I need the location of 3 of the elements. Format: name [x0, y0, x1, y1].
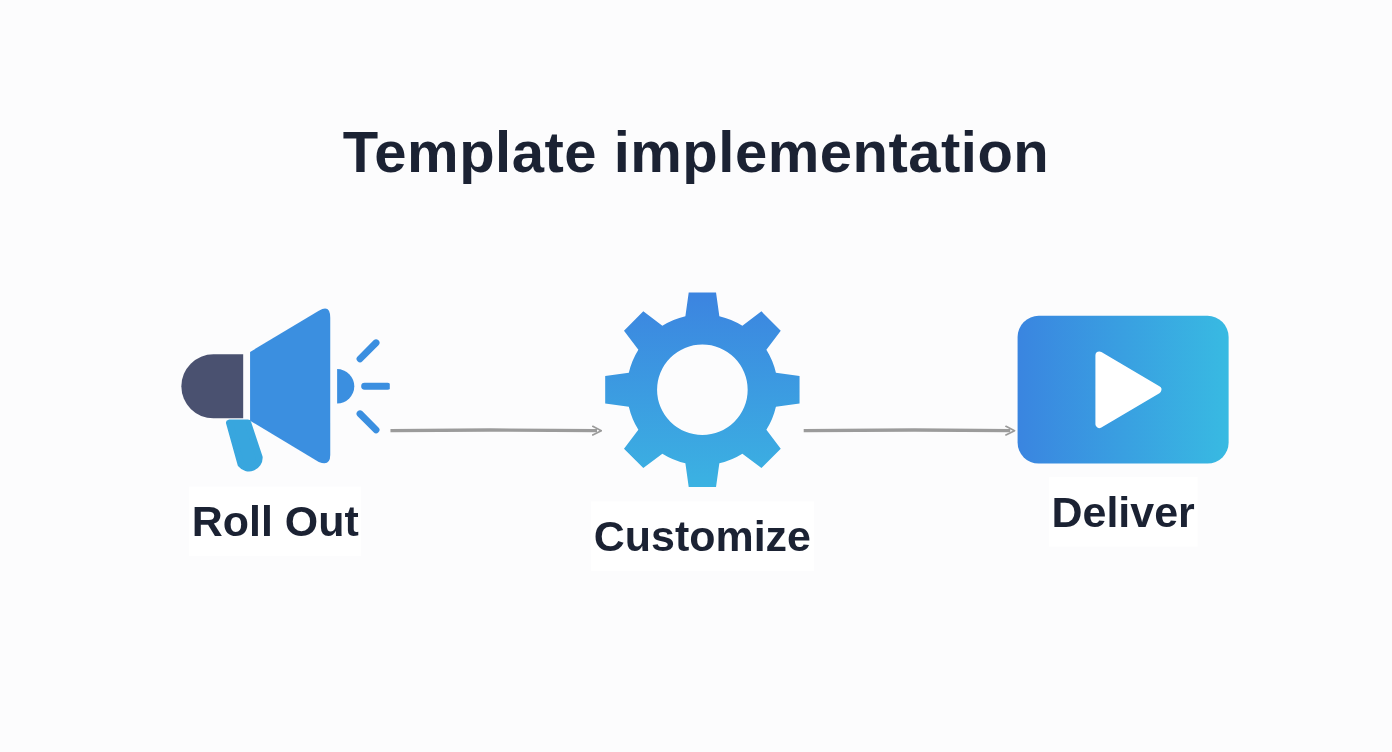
title: Template implementation: [341, 118, 1051, 185]
arrow: [390, 425, 603, 436]
arrow: [803, 425, 1016, 436]
